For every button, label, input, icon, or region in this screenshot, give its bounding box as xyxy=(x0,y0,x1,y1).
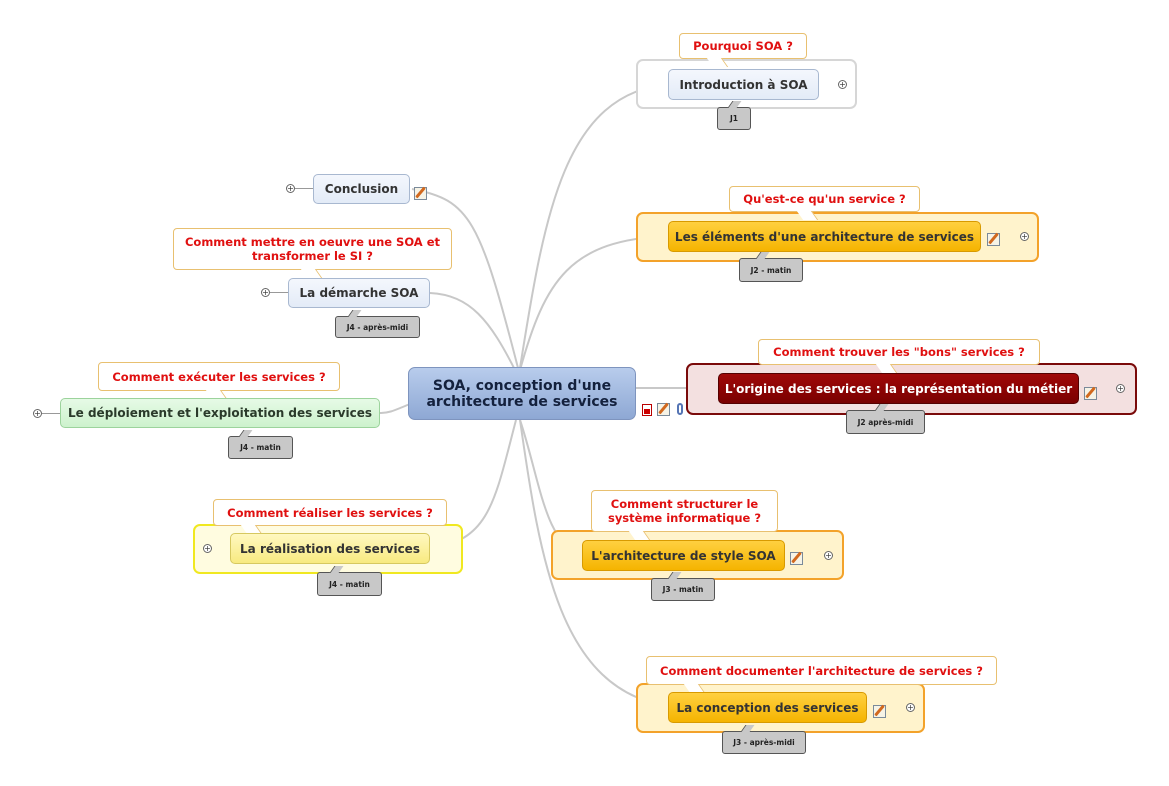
demarche-topic-label: La démarche SOA xyxy=(299,286,419,300)
expand-icon[interactable]: + xyxy=(1116,384,1125,393)
conception-callout: Comment documenter l'architecture de ser… xyxy=(646,656,997,685)
demarche-stub-line xyxy=(270,292,288,293)
link-intro xyxy=(519,83,669,369)
expand-icon[interactable]: + xyxy=(286,184,295,193)
expand-icon[interactable]: + xyxy=(1020,232,1029,241)
pdf-icon[interactable] xyxy=(642,404,652,416)
note-icon[interactable] xyxy=(657,403,670,416)
deploiement-tag: J4 - matin xyxy=(228,436,293,459)
conclusion-stub-line xyxy=(295,188,313,189)
elements-callout: Qu'est-ce qu'un service ? xyxy=(729,186,920,212)
note-icon[interactable] xyxy=(414,187,427,200)
intro-callout: Pourquoi SOA ? xyxy=(679,33,807,59)
deploiement-callout: Comment exécuter les services ? xyxy=(98,362,340,391)
expand-icon[interactable]: + xyxy=(906,703,915,712)
demarche-topic[interactable]: La démarche SOA xyxy=(288,278,430,308)
conception-topic-label: La conception des services xyxy=(676,700,859,715)
expand-icon[interactable]: + xyxy=(824,551,833,560)
archi-callout: Comment structurer le système informatiq… xyxy=(591,490,778,532)
deploiement-stub-line xyxy=(42,413,60,414)
conception-topic[interactable]: La conception des services xyxy=(668,692,867,723)
note-icon[interactable] xyxy=(1084,387,1097,400)
archi-topic-label: L'architecture de style SOA xyxy=(591,548,776,563)
archi-tag: J3 - matin xyxy=(651,578,715,601)
note-icon[interactable] xyxy=(790,552,803,565)
deploiement-topic[interactable]: Le déploiement et l'exploitation des ser… xyxy=(60,398,380,428)
conception-tag: J3 - après-midi xyxy=(722,731,806,754)
note-icon[interactable] xyxy=(987,233,1000,246)
central-topic-label: SOA, conception d'une architecture de se… xyxy=(426,377,618,410)
conclusion-topic-label: Conclusion xyxy=(324,182,399,196)
origine-topic[interactable]: L'origine des services : la représentati… xyxy=(718,373,1079,404)
expand-icon[interactable]: + xyxy=(33,409,42,418)
origine-callout: Comment trouver les "bons" services ? xyxy=(758,339,1040,365)
link-demarche xyxy=(429,292,517,373)
conclusion-topic[interactable]: Conclusion xyxy=(313,174,410,204)
demarche-callout: Comment mettre en oeuvre une SOA et tran… xyxy=(173,228,452,270)
elements-topic[interactable]: Les éléments d'une architecture de servi… xyxy=(668,221,981,252)
expand-icon[interactable]: + xyxy=(838,80,847,89)
central-topic[interactable]: SOA, conception d'une architecture de se… xyxy=(408,367,636,420)
intro-topic[interactable]: Introduction à SOA xyxy=(668,69,819,100)
intro-topic-label: Introduction à SOA xyxy=(679,77,808,92)
expand-icon[interactable]: + xyxy=(261,288,270,297)
note-icon[interactable] xyxy=(873,705,886,718)
link-conclusion xyxy=(411,188,519,369)
elements-tag: J2 - matin xyxy=(739,258,803,282)
realisation-tag: J4 - matin xyxy=(317,572,382,596)
intro-tag: J1 xyxy=(717,107,751,130)
realisation-callout: Comment réaliser les services ? xyxy=(213,499,447,526)
link-deploiement xyxy=(379,403,411,414)
archi-topic[interactable]: L'architecture de style SOA xyxy=(582,540,785,571)
origine-tag: J2 après-midi xyxy=(846,410,925,434)
origine-topic-label: L'origine des services : la représentati… xyxy=(724,381,1073,396)
demarche-tag: J4 - après-midi xyxy=(335,316,420,338)
paperclip-icon[interactable] xyxy=(677,403,683,415)
link-conception xyxy=(519,419,669,707)
elements-topic-label: Les éléments d'une architecture de servi… xyxy=(674,229,975,244)
link-elements xyxy=(519,235,669,371)
realisation-topic-label: La réalisation des services xyxy=(240,541,420,556)
deploiement-topic-label: Le déploiement et l'exploitation des ser… xyxy=(68,406,372,420)
expand-icon[interactable]: + xyxy=(203,544,212,553)
realisation-topic[interactable]: La réalisation des services xyxy=(230,533,430,564)
